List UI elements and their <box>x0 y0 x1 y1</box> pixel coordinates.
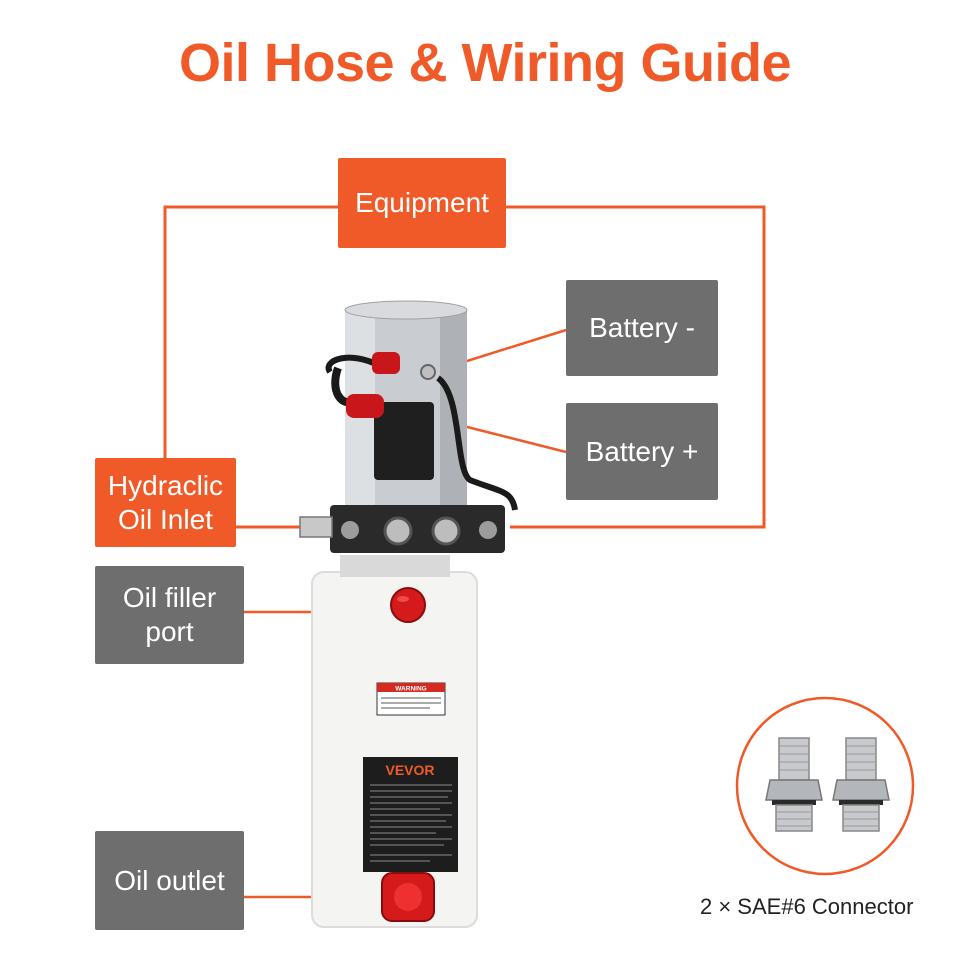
hose-line-right <box>506 205 766 529</box>
battery-negative-label-box: Battery - <box>566 280 718 376</box>
sae-connector-1 <box>765 737 823 832</box>
sae-connector-2 <box>832 737 890 832</box>
inlet-fitting <box>299 516 333 538</box>
red-terminal-cap-1 <box>372 352 400 374</box>
hydraulic-pump-unit: WARNING VEVOR <box>299 300 518 928</box>
warning-label-text: WARNING <box>395 686 426 693</box>
tank-neck <box>340 555 450 577</box>
motor-top <box>344 300 468 320</box>
oil-outlet-label: Oil outlet <box>114 864 225 896</box>
warning-label-header <box>377 683 445 692</box>
negative-terminal <box>420 364 436 380</box>
solenoid <box>374 402 434 480</box>
valve-port-1 <box>383 516 413 546</box>
oil-filler-cap <box>390 587 426 623</box>
hydraulic-oil-inlet-label: Hydraclic Oil Inlet <box>107 469 224 535</box>
battery-positive-label-box: Battery + <box>566 403 718 500</box>
equipment-label-box: Equipment <box>338 158 506 248</box>
connector-caption: 2 × SAE#6 Connector <box>700 894 914 919</box>
valve-port-2 <box>431 516 461 546</box>
oil-filler-port-label: Oil filler port <box>122 582 217 647</box>
brand-logo: VEVOR <box>385 762 434 778</box>
hose-line-left <box>163 205 338 458</box>
warning-label-lines <box>381 697 441 709</box>
oil-outlet-label-box: Oil outlet <box>95 831 244 930</box>
valve-block <box>330 505 505 553</box>
red-terminal-cap-2 <box>346 394 384 418</box>
equipment-label: Equipment <box>355 187 489 218</box>
page-title: Oil Hose & Wiring Guide <box>178 33 792 93</box>
oil-filler-port-label-box: Oil filler port <box>95 566 244 664</box>
battery-negative-label: Battery - <box>589 312 695 343</box>
spec-plate-lines <box>370 784 452 862</box>
hydraulic-oil-inlet-label-box: Hydraclic Oil Inlet <box>95 458 236 547</box>
equipment-hose-lines <box>163 205 766 529</box>
connector-illustration <box>735 696 915 876</box>
battery-positive-label: Battery + <box>585 435 699 467</box>
black-cable <box>435 375 518 511</box>
